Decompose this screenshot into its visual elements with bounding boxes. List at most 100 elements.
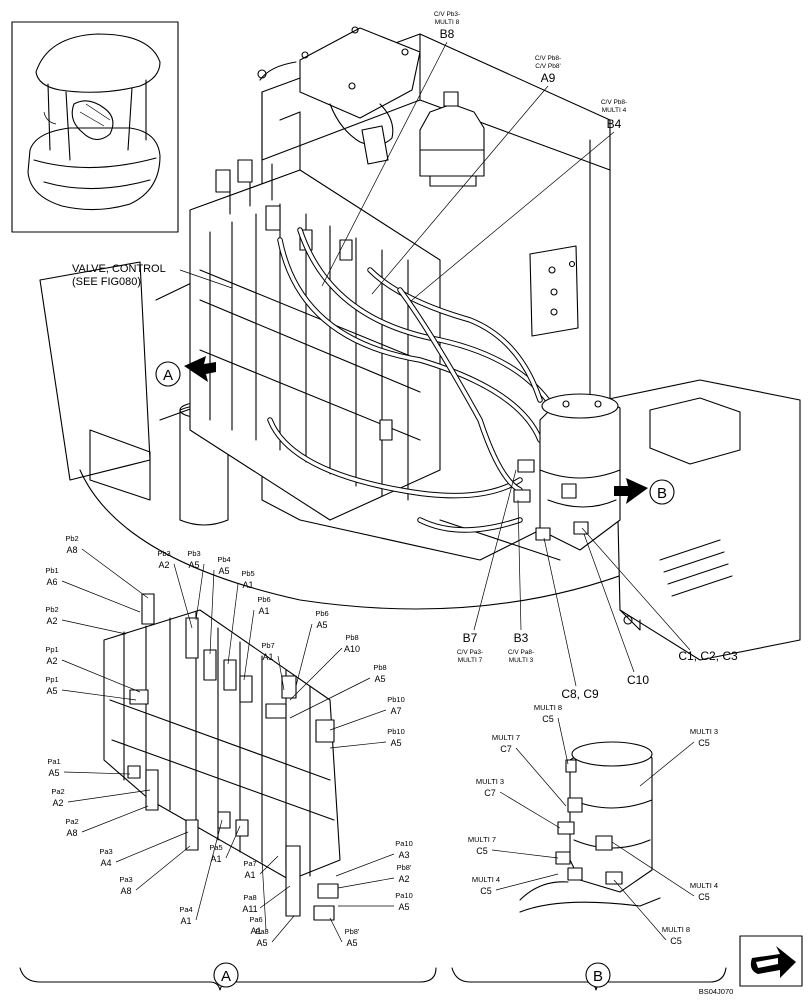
callout-m7b-ref: C5 xyxy=(476,846,488,856)
view-a-label: A xyxy=(221,968,231,985)
machine-inset-icon xyxy=(11,21,179,233)
callout-m8b-ref: C5 xyxy=(670,936,682,946)
callout-c8c9-ref: C8, C9 xyxy=(561,687,599,701)
callout-pp1a-leader xyxy=(61,659,141,693)
arrow-b-letter: B xyxy=(657,485,667,502)
view-a-valve-bank xyxy=(103,593,341,921)
callout-pb8pp-ref: A5 xyxy=(346,938,357,948)
callout-pb8pp-port: Pb8' xyxy=(345,927,360,936)
callout-pa8a-port: Pa8 xyxy=(243,893,256,902)
drawing-code: BS04J070 xyxy=(699,987,734,996)
callout-a9-line2: C/V Pb8' xyxy=(535,63,560,70)
callout-m7: MULTI 7C7 xyxy=(492,733,567,807)
callout-pa4-port: Pa4 xyxy=(179,905,192,914)
callout-pb6-leader xyxy=(243,609,255,681)
multi-control-valve xyxy=(513,393,621,551)
view-arrow-a: A xyxy=(155,356,216,387)
callout-pb2b-leader xyxy=(61,619,127,635)
callout-c10-ref: C10 xyxy=(627,673,649,687)
callout-pb1-leader xyxy=(61,580,141,613)
callout-m3r: MULTI 3C5 xyxy=(639,727,718,787)
callout-b4-line1: C/V Pb8- xyxy=(601,99,627,106)
callout-pb8b-leader xyxy=(289,677,371,719)
callout-pb5-ref: A1 xyxy=(242,580,253,590)
callout-m3r-ref: C5 xyxy=(698,738,710,748)
callout-pb8pp-leader xyxy=(329,917,343,943)
callout-m8: MULTI 8C5 xyxy=(534,703,569,765)
callout-pp1b-ref: A5 xyxy=(46,686,57,696)
callout-pa3b-leader xyxy=(135,845,191,891)
callout-pb8p-port: Pb8' xyxy=(397,863,412,872)
callout-m3-port: MULTI 3 xyxy=(476,777,504,786)
callout-pp1a-ref: A2 xyxy=(46,656,57,666)
callout-pp1a-port: Pp1 xyxy=(45,645,58,654)
callout-pa8b-port: Pa8 xyxy=(255,927,268,936)
callout-pb8a-leader xyxy=(289,647,343,701)
callout-pb10a-leader xyxy=(329,709,387,731)
callout-pa7-port: Pa7 xyxy=(243,859,256,868)
callout-pb10a-ref: A7 xyxy=(390,706,401,716)
callout-m4r: MULTI 4C5 xyxy=(611,841,718,902)
callout-pb3b-leader xyxy=(195,563,205,621)
callout-m4-ref: C5 xyxy=(480,886,492,896)
callout-pa3b-ref: A8 xyxy=(120,886,131,896)
callout-m4: MULTI 4 C5 xyxy=(472,873,559,896)
callout-pa3a-leader xyxy=(115,831,189,863)
callout-pa8a-leader xyxy=(259,885,291,909)
callout-m8-leader xyxy=(557,717,569,765)
callout-pa1-port: Pa1 xyxy=(47,757,60,766)
callout-pb6-port: Pb6 xyxy=(257,595,270,604)
view-b-multi-valve xyxy=(519,741,661,913)
callout-pa10b-port: Pa10 xyxy=(395,891,413,900)
callout-pb4-ref: A5 xyxy=(218,566,229,576)
callout-pb6-ref: A1 xyxy=(258,606,269,616)
callout-b4-line2: MULTI 4 xyxy=(602,107,627,114)
arrow-a-letter: A xyxy=(163,367,173,384)
page-turn-arrow-icon[interactable] xyxy=(739,935,803,987)
callout-pb7-leader xyxy=(277,655,285,691)
callout-m8-port: MULTI 8 xyxy=(534,703,562,712)
callout-pa4-leader xyxy=(195,819,223,921)
callout-pa7-leader xyxy=(259,855,279,875)
callout-m7b: MULTI 7C5 xyxy=(468,835,559,859)
callout-pb5-leader xyxy=(227,583,239,665)
callout-pb2-leader xyxy=(81,548,149,599)
callout-m4-port: MULTI 4 xyxy=(472,875,500,884)
callout-pa10a-leader xyxy=(335,853,395,877)
callout-pa10a-ref: A3 xyxy=(398,850,409,860)
callout-pb7-ref: A1 xyxy=(262,652,273,662)
view-brackets: A B xyxy=(19,962,727,991)
callout-pb8b-port: Pb8 xyxy=(373,663,386,672)
callout-pb2-port: Pb2 xyxy=(65,534,78,543)
callout-b7-line2: MULTI 7 xyxy=(458,657,483,664)
callout-pb5-port: Pb5 xyxy=(241,569,254,578)
callout-pb8a-port: Pb8 xyxy=(345,633,358,642)
callout-pa5-leader xyxy=(225,825,241,859)
callout-m4-leader xyxy=(495,873,559,891)
callout-b8-ref: B8 xyxy=(440,27,455,41)
callout-pa8b-ref: A5 xyxy=(256,938,267,948)
callout-pb7-port: Pb7 xyxy=(261,641,274,650)
callout-b7-line1: C/V Pa3- xyxy=(457,649,483,656)
callout-pb2b-ref: A2 xyxy=(46,616,57,626)
callout-pb6r-port: Pb6 xyxy=(315,609,328,618)
callout-pa8a-ref: A11 xyxy=(242,904,257,914)
callout-pb10a-port: Pb10 xyxy=(387,695,405,704)
callout-pa6-port: Pa6 xyxy=(249,915,262,924)
callout-pb3a-leader xyxy=(173,563,193,629)
